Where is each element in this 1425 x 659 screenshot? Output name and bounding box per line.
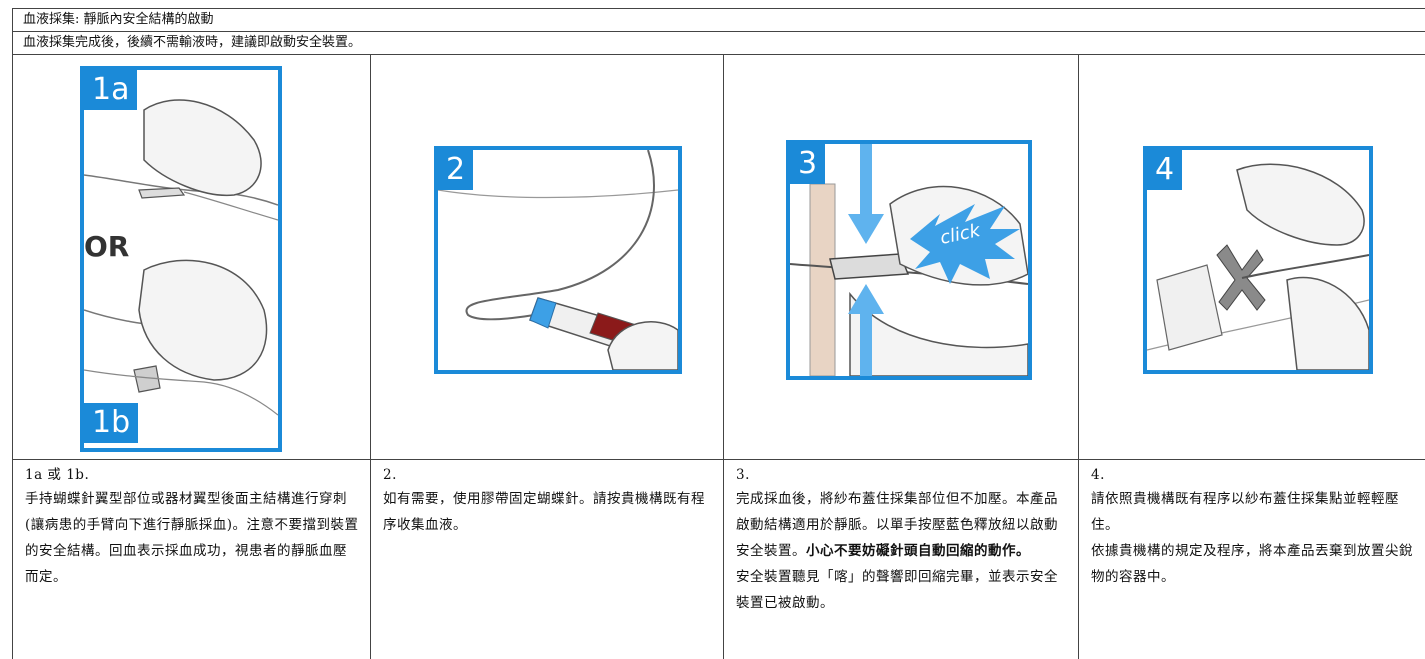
step-1-text-cell: 1a 或 1b. 手持蝴蝶針翼型部位或器材翼型後面主結構進行穿刺(讓病患的手臂向… [13,460,370,659]
step-1b-tag: 1b [84,403,139,443]
instruction-sheet: 血液採集: 靜脈內安全結構的啟動 血液採集完成後，後續不需輸液時，建議即啟動安全… [12,8,1425,659]
step-3-drawing [790,144,1028,376]
step-4-number: 4. [1091,467,1105,483]
step-2-text: 如有需要，使用膠帶固定蝴蝶針。請按貴機構既有程序收集血液。 [383,491,705,533]
step-3-number: 3. [736,467,750,483]
step-1-drawing [84,99,278,416]
step-2-number: 2. [383,467,397,483]
step-4-text-cell: 4. 請依照貴機構既有程序以紗布蓋住採集點並輕輕壓住。 依據貴機構的規定及程序，… [1079,460,1425,659]
step-2-tag: 2 [438,150,474,190]
step-3-warning: 小心不要妨礙針頭自動回縮的動作。 [806,543,1030,559]
step-3-column: 3 click 3. 完成採血後，將紗布蓋住採集部位但不加壓。本產品啟動結構適用… [723,54,1078,659]
step-1a-tag: 1a [84,70,138,110]
step-4-image-cell: 4 [1079,54,1425,460]
sheet-subtitle: 血液採集完成後，後續不需輸液時，建議即啟動安全裝置。 [12,31,1425,55]
steps-grid: 1a OR 1b 1a 或 1b. 手持蝴蝶針翼型部位或器材翼型後面主結構進行穿… [12,54,1425,659]
step-1-illustration: 1a OR 1b [80,66,282,452]
step-3-text-cell: 3. 完成採血後，將紗布蓋住採集部位但不加壓。本產品啟動結構適用於靜脈。以單手按… [724,460,1078,659]
step-4-illustration: 4 [1143,146,1373,374]
step-4-text-part-b: 依據貴機構的規定及程序，將本產品丟棄到放置尖銳物的容器中。 [1091,543,1413,585]
step-3-text: 完成採血後，將紗布蓋住採集部位但不加壓。本產品啟動結構適用於靜脈。以單手按壓藍色… [736,486,1068,564]
step-1-image-cell: 1a OR 1b [13,54,370,460]
step-2-text-cell: 2. 如有需要，使用膠帶固定蝴蝶針。請按貴機構既有程序收集血液。 [371,460,723,659]
step-3-text-part-b: 安全裝置聽見「喀」的聲響即回縮完畢，並表示安全裝置已被啟動。 [736,569,1058,611]
or-label: OR [84,230,130,263]
step-4-drawing [1147,163,1369,370]
step-2-drawing [438,150,678,370]
step-2-column: 2 2. 如有需要，使用膠帶固定蝴蝶針。請按貴機構既有程序收集血液。 [370,54,723,659]
step-3-text-part-a: 完成採血後，將紗布蓋住採集部位但不加壓。本產品啟動結構適用於靜脈。以單手按壓藍色… [736,491,1058,559]
step-4-column: 4 4. 請依照貴機構既有程序以紗布蓋住採集點並輕輕壓住。 依據貴機構的規定及程… [1078,54,1425,659]
step-3-tag: 3 [790,144,826,184]
step-3-image-cell: 3 click [724,54,1078,460]
step-1-text: 手持蝴蝶針翼型部位或器材翼型後面主結構進行穿刺(讓病患的手臂向下進行靜脈採血)。… [25,491,359,585]
step-1-number: 1a 或 1b. [25,467,90,483]
step-2-illustration: 2 [434,146,682,374]
step-1-column: 1a OR 1b 1a 或 1b. 手持蝴蝶針翼型部位或器材翼型後面主結構進行穿… [12,54,370,659]
sheet-title: 血液採集: 靜脈內安全結構的啟動 [12,8,1425,32]
step-2-image-cell: 2 [371,54,723,460]
step-4-tag: 4 [1147,150,1183,190]
step-4-text-part-a: 請依照貴機構既有程序以紗布蓋住採集點並輕輕壓住。 [1091,491,1399,533]
step-3-illustration: 3 click [786,140,1032,380]
